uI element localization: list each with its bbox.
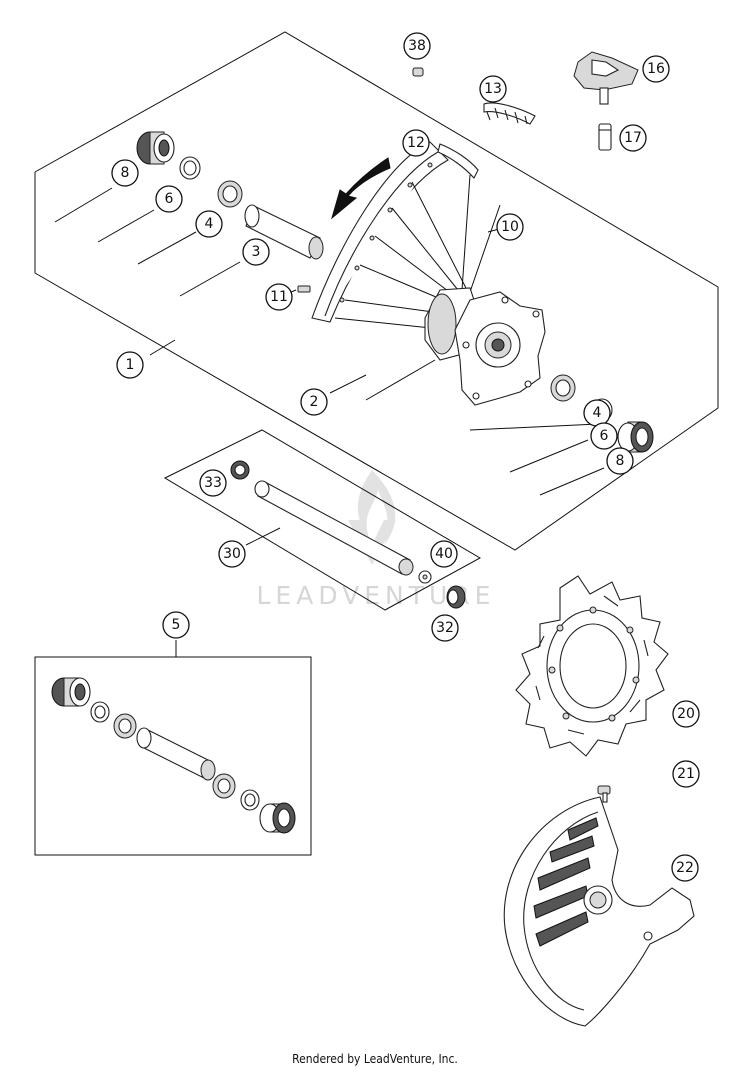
callout-2: 2 xyxy=(300,388,328,416)
svg-text:32: 32 xyxy=(436,620,454,636)
part-20-brake-disc xyxy=(515,575,669,757)
part-32-spacer xyxy=(446,585,466,609)
rim-holes xyxy=(339,162,433,303)
disc-bolt-holes xyxy=(548,606,640,722)
svg-text:2: 2 xyxy=(310,394,319,410)
callout-6-top: 6 xyxy=(155,185,183,213)
part-13-rim-tape xyxy=(483,102,536,125)
callout-1: 1 xyxy=(116,351,144,379)
axle-frame xyxy=(163,429,482,611)
svg-text:13: 13 xyxy=(484,81,502,97)
part-11-nipple xyxy=(297,285,311,293)
callout-20: 20 xyxy=(672,700,700,728)
callout-40: 40 xyxy=(430,540,458,568)
callout-10: 10 xyxy=(496,213,524,241)
part-6-top xyxy=(179,156,201,180)
callout-8-top: 8 xyxy=(111,159,139,187)
callout-8-right: 8 xyxy=(606,447,634,475)
callout-30: 30 xyxy=(218,540,246,568)
watermark-v-icon xyxy=(348,520,396,565)
callout-22: 22 xyxy=(671,854,699,882)
part-4-right xyxy=(550,374,576,402)
disc-slots xyxy=(535,595,649,735)
svg-text:20: 20 xyxy=(677,706,695,722)
svg-text:8: 8 xyxy=(121,165,130,181)
svg-text:10: 10 xyxy=(501,219,519,235)
svg-text:1: 1 xyxy=(126,357,135,373)
svg-text:5: 5 xyxy=(172,617,181,633)
svg-text:4: 4 xyxy=(593,405,602,421)
callout-12: 12 xyxy=(402,129,430,157)
part-30-axle xyxy=(254,480,414,576)
callout-6-right: 6 xyxy=(590,422,618,450)
svg-text:6: 6 xyxy=(165,191,174,207)
callout-32: 32 xyxy=(431,614,459,642)
svg-text:17: 17 xyxy=(624,130,642,146)
wheel-hub xyxy=(424,287,546,406)
svg-text:21: 21 xyxy=(677,766,695,782)
callout-4-top: 4 xyxy=(195,210,223,238)
svg-text:33: 33 xyxy=(204,475,222,491)
svg-text:22: 22 xyxy=(676,860,694,876)
svg-text:30: 30 xyxy=(223,546,241,562)
part-4-top xyxy=(217,180,243,208)
svg-text:3: 3 xyxy=(252,244,261,260)
svg-text:11: 11 xyxy=(270,289,288,305)
part-33-axle-nut xyxy=(230,460,250,480)
part-8-top xyxy=(136,131,175,165)
part-2-wheel xyxy=(311,141,546,406)
svg-text:6: 6 xyxy=(600,428,609,444)
callout-38: 38 xyxy=(403,32,431,60)
svg-text:38: 38 xyxy=(408,38,426,54)
wheel-assembly-frame xyxy=(34,31,719,551)
callout-5: 5 xyxy=(162,611,190,639)
svg-text:16: 16 xyxy=(647,61,665,77)
rotation-direction-arrow xyxy=(331,157,391,220)
callout-16: 16 xyxy=(642,55,670,83)
part-8-right xyxy=(617,421,654,453)
watermark-flame-icon xyxy=(357,470,396,545)
part-3-spacer xyxy=(244,204,324,260)
part-22-disc-guard xyxy=(503,796,695,1027)
part-21-disc-bolt xyxy=(597,785,611,803)
svg-text:12: 12 xyxy=(407,135,425,151)
footer-credit: Rendered by LeadVenture, Inc. xyxy=(292,1052,458,1066)
part-16-valve xyxy=(573,51,639,105)
callout-13: 13 xyxy=(479,75,507,103)
svg-text:4: 4 xyxy=(205,216,214,232)
part-38-cap xyxy=(412,67,424,77)
callout-4-right: 4 xyxy=(583,399,611,427)
callout-11: 11 xyxy=(265,283,293,311)
part-17-bolt xyxy=(598,123,612,151)
part-40-washer xyxy=(418,570,432,584)
callout-17: 17 xyxy=(619,124,647,152)
callout-21: 21 xyxy=(672,760,700,788)
bearing-kit-frame xyxy=(34,656,312,856)
callout-3: 3 xyxy=(242,238,270,266)
part-5-bearing-kit xyxy=(51,677,296,834)
callout-33: 33 xyxy=(199,469,227,497)
svg-text:8: 8 xyxy=(616,453,625,469)
svg-text:40: 40 xyxy=(435,546,453,562)
